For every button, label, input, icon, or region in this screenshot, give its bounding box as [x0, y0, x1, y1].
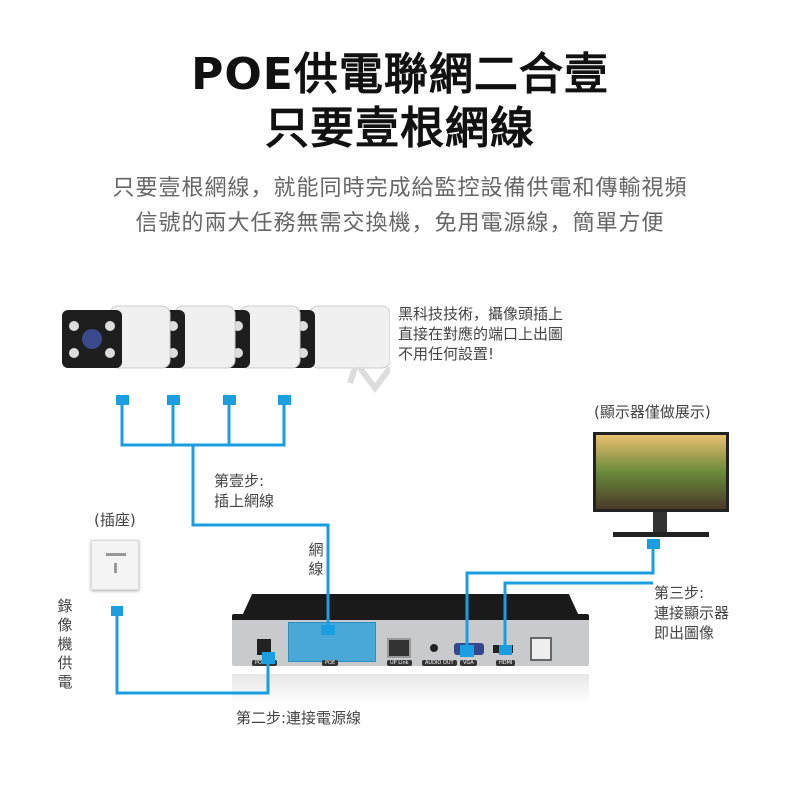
audio-label: AUDIO OUT	[422, 660, 457, 666]
cable-plug	[167, 395, 180, 405]
network-cable	[191, 445, 330, 625]
label-char: 錄	[57, 597, 73, 615]
vga-label: VGA	[460, 660, 477, 666]
poe-label: POE	[322, 660, 339, 666]
label-char: 機	[57, 635, 73, 653]
power-cable	[115, 611, 270, 695]
audio-port	[430, 644, 438, 652]
cable-plug	[116, 395, 129, 405]
step-2-label: 第二步:連接電源線	[236, 708, 362, 728]
outlet-slot	[106, 553, 126, 556]
usb-ports	[530, 637, 552, 661]
camera-1	[62, 305, 171, 369]
cable-plug	[499, 645, 512, 655]
outlet-note: (插座)	[94, 511, 136, 529]
cable-plug	[111, 606, 123, 616]
label-char: 像	[57, 616, 73, 634]
step-3-title: 第三步:	[654, 584, 705, 602]
step-1-title: 第壹步:	[214, 472, 265, 490]
title-line-1: POE供電聯網二合壹	[191, 49, 609, 100]
cable-label-char: 線	[308, 560, 324, 578]
title-line-2: 只要壹根網線	[265, 103, 535, 154]
monitor-icon	[593, 432, 729, 537]
camera-note: 黑科技技術，攝像頭插上 直接在對應的端口上出圖 不用任何設置!	[398, 304, 563, 364]
step-3-text: 連接顯示器	[654, 604, 730, 622]
nvr-power-label: 錄 像 機 供 電	[56, 597, 74, 692]
subtitle-line-1: 只要壹根網線，就能同時完成給監控設備供電和傳輸視頻	[112, 176, 688, 201]
camera-note-line: 直接在對應的端口上出圖	[398, 325, 564, 343]
camera-note-line: 不用任何設置!	[398, 345, 495, 363]
camera-group	[60, 298, 393, 398]
outlet-slot	[114, 563, 117, 573]
subtitle-line-2: 信號的兩大任務無需交換機，免用電源線，簡單方便	[135, 211, 665, 236]
step-1-label: 第壹步: 插上網線	[214, 471, 274, 511]
vga-cable	[465, 545, 655, 648]
monitor	[593, 432, 729, 542]
monitor-note: (顯示器僅做展示)	[594, 403, 711, 421]
camera-icons	[62, 305, 393, 393]
power-port	[257, 639, 271, 655]
cable-plug	[321, 625, 335, 635]
power-outlet	[91, 540, 139, 590]
nvr-reflection	[232, 674, 589, 704]
label-char: 電	[57, 673, 73, 691]
label-char: 供	[57, 654, 73, 672]
camera-note-line: 黑科技技術，攝像頭插上	[398, 305, 564, 323]
nvr-top	[242, 594, 579, 616]
cable-plug	[262, 652, 275, 664]
hdmi-cable	[503, 581, 653, 648]
cable-label: 網 線	[307, 541, 325, 579]
cable-plug	[460, 645, 474, 657]
camera-cable	[120, 400, 286, 447]
uplink-port	[387, 638, 411, 658]
step-1-text: 插上網線	[214, 492, 275, 510]
nvr-recorder: POWER POE UP Link AUDIO OUT VGA HDMI	[232, 594, 589, 674]
step-3-label: 第三步: 連接顯示器 即出圖像	[654, 583, 729, 643]
cable-plug	[278, 395, 291, 405]
cable-label-char: 網	[308, 541, 324, 559]
hdmi-label: HDMI	[496, 660, 516, 666]
uplink-label: UP Link	[387, 660, 412, 666]
cable-plug	[223, 395, 236, 405]
cable-plug	[647, 539, 660, 549]
step-3-text: 即出圖像	[654, 624, 715, 642]
